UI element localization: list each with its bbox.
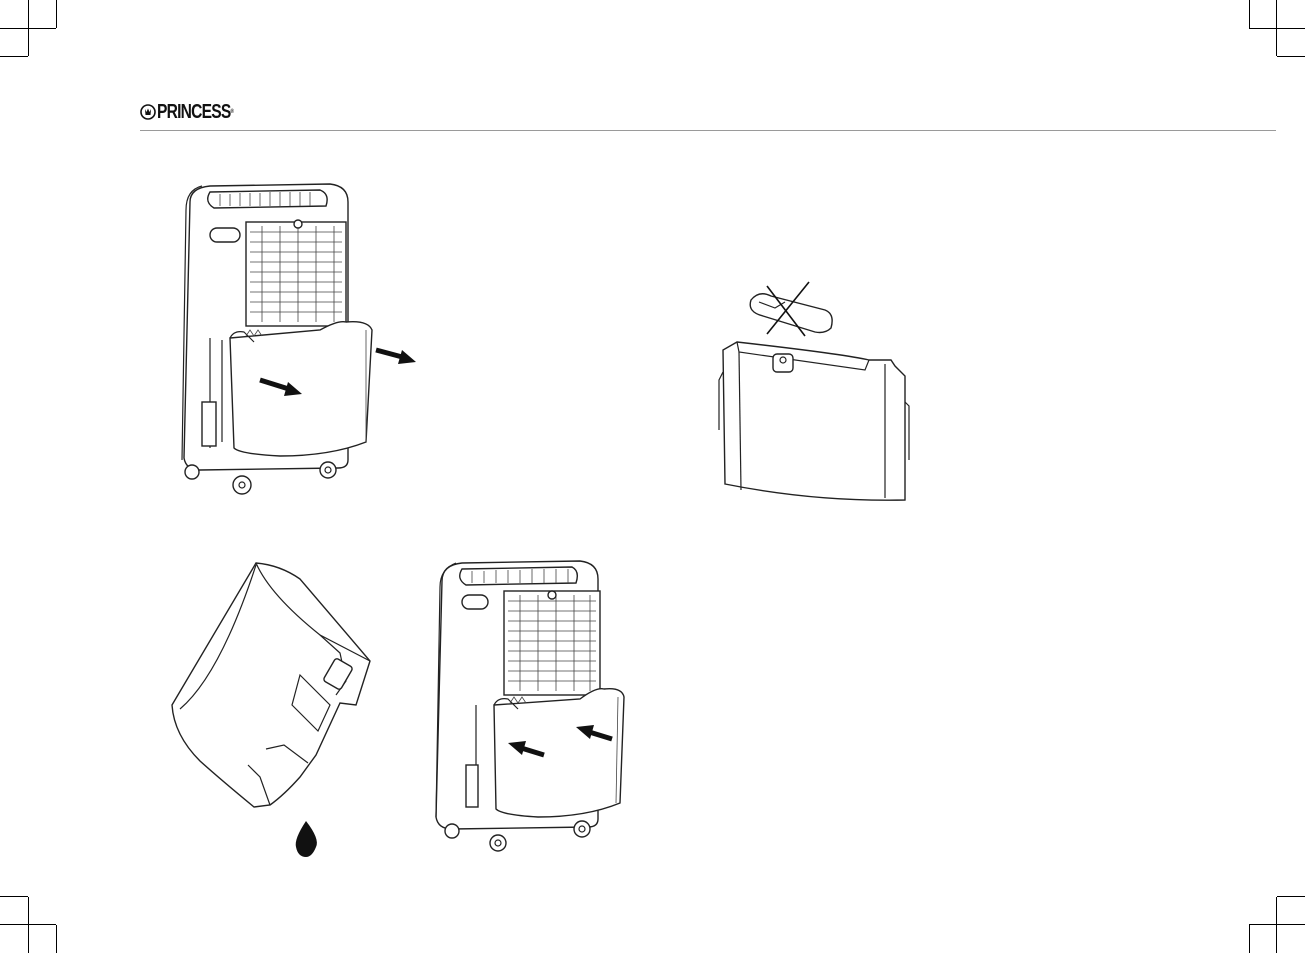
dehumidifier-tank-out-icon xyxy=(170,180,430,500)
crown-emblem-icon xyxy=(140,104,156,120)
figure-no-float-removal xyxy=(715,280,915,515)
tank-float-crossed-icon xyxy=(715,280,915,510)
figure-remove-tank xyxy=(170,180,430,505)
figure-insert-tank xyxy=(430,555,640,860)
brand-logo: PRINCESS® xyxy=(140,100,255,124)
dehumidifier-tank-in-icon xyxy=(430,555,640,855)
tank-pour-water-icon xyxy=(160,555,390,865)
header-rule xyxy=(140,130,1276,131)
figure-empty-tank xyxy=(160,555,390,870)
brand-name: PRINCESS® xyxy=(157,100,233,124)
